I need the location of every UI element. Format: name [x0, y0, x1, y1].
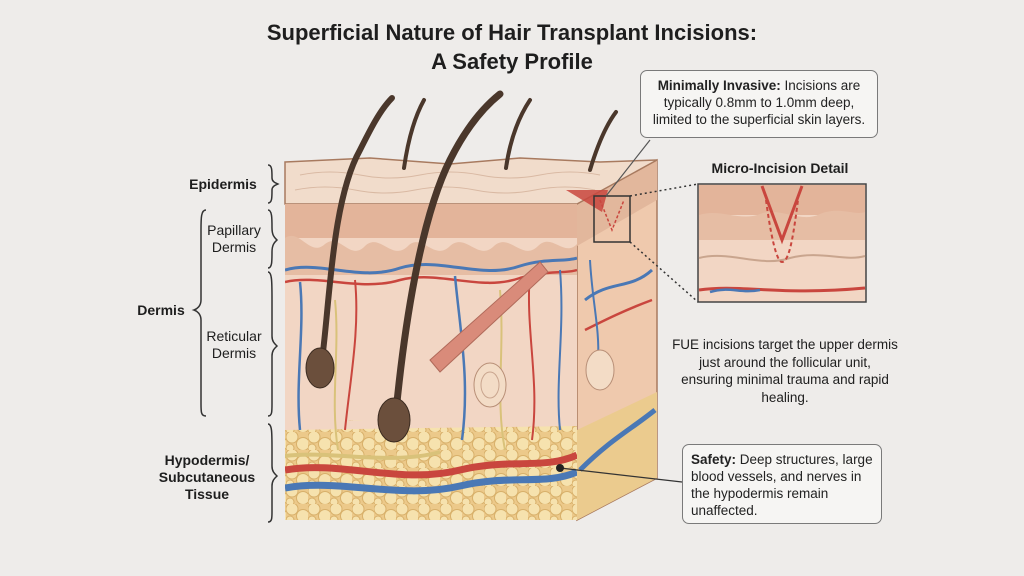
title-line-2: A Safety Profile: [431, 49, 593, 74]
safety-callout: Safety: Deep structures, large blood ves…: [682, 444, 882, 524]
block-top-face: [284, 157, 658, 205]
incision-marker: [566, 190, 631, 243]
label-papillary-line-1: Papillary: [207, 222, 261, 238]
label-hypodermis-line-1: Hypodermis/: [164, 452, 250, 468]
label-epidermis: Epidermis: [189, 176, 257, 192]
label-reticular-line-2: Dermis: [211, 345, 257, 361]
safety-text: Deep structures, large blood vessels, an…: [691, 452, 873, 518]
hypodermis-bracket: [267, 423, 279, 523]
label-dermis: Dermis: [137, 302, 185, 318]
micro-incision-detail-title: Micro-Incision Detail: [711, 160, 849, 176]
block-side-face: [576, 158, 658, 522]
label-hypodermis-line-3: Tissue: [184, 486, 230, 502]
papillary-bracket: [267, 209, 279, 269]
safety-heading: Safety:: [691, 452, 737, 467]
fue-note: FUE incisions target the upper dermis ju…: [672, 337, 898, 405]
title-line-1: Superficial Nature of Hair Transplant In…: [266, 20, 758, 45]
reticular-bracket: [267, 271, 279, 417]
label-reticular-line-1: Reticular: [206, 328, 262, 344]
invasive-callout-pointer: [605, 139, 651, 197]
safety-callout-pointer: [556, 464, 683, 483]
diagram-title: Superficial Nature of Hair Transplant In…: [212, 18, 812, 76]
label-hypodermis-line-2: Subcutaneous: [158, 469, 256, 485]
epidermis-bracket: [267, 164, 280, 204]
minimally-invasive-text: Incisions are typically 0.8mm to 1.0mm d…: [652, 78, 866, 127]
dermis-bracket: [191, 209, 207, 417]
micro-incision-detail-inset: [697, 183, 867, 303]
layer-brackets: [191, 164, 280, 523]
label-papillary-dermis: Papillary Dermis: [200, 222, 268, 256]
detail-leader-lines: [629, 183, 699, 303]
label-hypodermis: Hypodermis/ Subcutaneous Tissue: [150, 452, 264, 503]
label-reticular-dermis: Reticular Dermis: [200, 328, 268, 362]
minimally-invasive-callout: Minimally Invasive: Incisions are typica…: [640, 70, 878, 138]
minimally-invasive-heading: Minimally Invasive:: [657, 78, 781, 93]
label-papillary-line-2: Dermis: [211, 239, 257, 255]
hair-follicles: [305, 90, 618, 443]
